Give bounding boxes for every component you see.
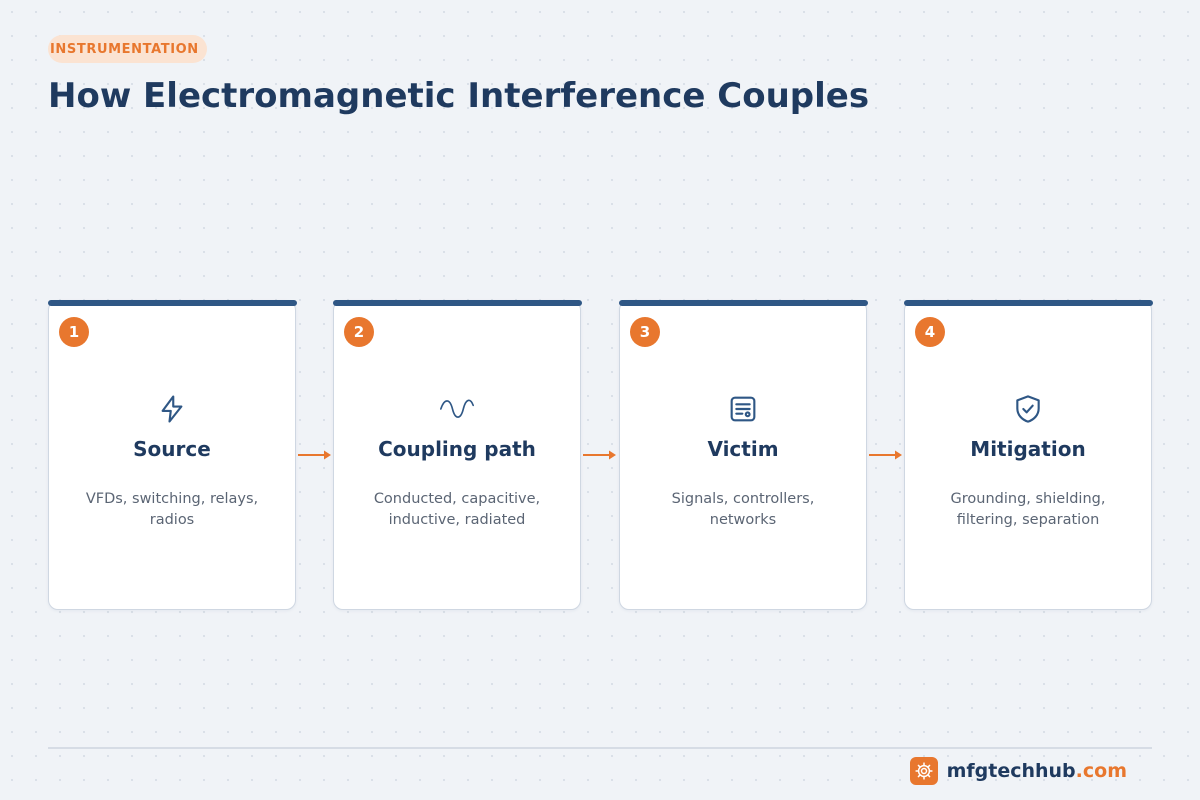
step-number-badge: 3	[630, 317, 660, 347]
step-description: VFDs, switching, relays, radios	[85, 491, 259, 528]
brand-domain: .com	[1075, 760, 1127, 782]
page-title: How Electromagnetic Interference Couples	[48, 76, 870, 116]
flow-arrow-icon	[298, 450, 331, 460]
card-top-bar	[618, 299, 868, 306]
step-card-coupling-path: 2 Coupling path Conducted, capacitive, i…	[332, 299, 582, 610]
category-tag: INSTRUMENTATION	[48, 35, 207, 63]
gear-icon	[909, 757, 938, 785]
step-title: Coupling path	[378, 437, 536, 461]
footer-divider	[48, 747, 1152, 749]
step-title: Victim	[707, 437, 779, 461]
step-card-victim: 3 Victim Signals, controllers, networks	[618, 299, 868, 610]
sine-wave-icon	[439, 391, 475, 427]
flow-arrow-icon	[869, 450, 902, 460]
card-top-bar	[47, 299, 297, 306]
brand-logo-link[interactable]: mfgtechhub.com	[909, 757, 1127, 785]
shield-check-icon	[1010, 391, 1046, 427]
flow-arrow-icon	[583, 450, 616, 460]
step-number-badge: 4	[915, 317, 945, 347]
step-number-badge: 1	[59, 317, 89, 347]
step-title: Source	[133, 437, 211, 461]
brand-name: mfgtechhub.com	[947, 760, 1127, 782]
brand-name-text: mfgtechhub	[946, 760, 1076, 782]
step-card-mitigation: 4 Mitigation Grounding, shielding, filte…	[903, 299, 1153, 610]
lightning-icon	[154, 391, 190, 427]
card-top-bar	[332, 299, 582, 306]
step-description: Grounding, shielding, filtering, separat…	[950, 491, 1106, 528]
step-description: Signals, controllers, networks	[671, 491, 815, 528]
step-number-badge: 2	[344, 317, 374, 347]
document-icon	[725, 391, 761, 427]
step-card-source: 1 Source VFDs, switching, relays, radios	[47, 299, 297, 610]
step-description: Conducted, capacitive, inductive, radiat…	[373, 491, 541, 528]
card-top-bar	[903, 299, 1153, 306]
step-title: Mitigation	[970, 437, 1086, 461]
